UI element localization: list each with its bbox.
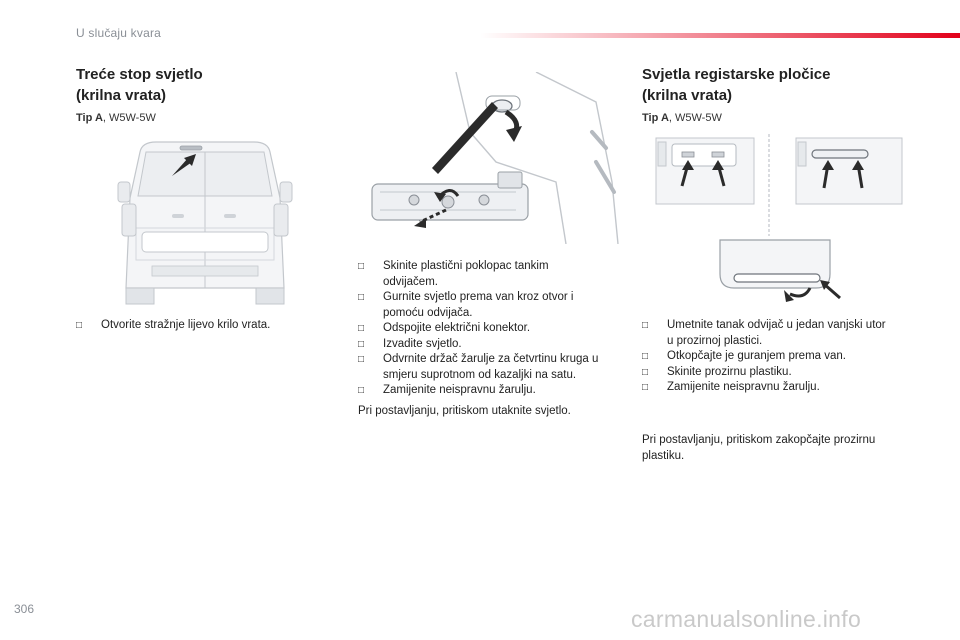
step-item: □Odspojite električni konektor.: [358, 321, 628, 337]
right-note: Pri postavljanju, pritiskom zakopčajte p…: [642, 434, 876, 462]
right-type-value: , W5W-5W: [668, 112, 722, 124]
checkbox-bullet-icon: □: [642, 351, 649, 362]
step-item: □Skinite prozirnu plastiku.: [642, 365, 922, 381]
checkbox-bullet-icon: □: [642, 366, 649, 378]
right-type-label: Tip A: [642, 112, 669, 124]
plate-light-illustration: [654, 134, 904, 306]
checkbox-bullet-icon: □: [642, 320, 649, 331]
left-heading: Treće stop svjetlo (krilna vrata): [76, 64, 203, 106]
step-item: □Odvrnite držač žarulje za četvrtinu kru…: [358, 353, 599, 381]
van-rear-illustration: [112, 138, 298, 306]
checkbox-bullet-icon: □: [642, 382, 649, 393]
checkbox-bullet-icon: □: [358, 292, 365, 303]
checkbox-bullet-icon: □: [358, 261, 365, 272]
middle-note: Pri postavljanju, pritiskom utaknite svj…: [358, 405, 571, 417]
checkbox-bullet-icon: □: [76, 320, 83, 331]
left-type-value: , W5W-5W: [102, 112, 156, 124]
step-item: □Zamijenite neispravnu žarulju.: [358, 383, 628, 399]
header-accent-bar: [480, 33, 960, 38]
right-heading: Svjetla registarske pločice (krilna vrat…: [642, 64, 830, 106]
left-title-line1: Treće stop svjetlo: [76, 66, 203, 83]
stop-light-removal-illustration: [356, 72, 620, 244]
left-bulb-type: Tip A, W5W-5W: [76, 112, 156, 124]
step-item: □Izvadite svjetlo.: [358, 337, 628, 353]
step-item: □Umetnite tanak odvijač u jedan vanjski …: [642, 319, 886, 347]
step-item: □Otkopčajte je guranjem prema van.: [642, 349, 922, 365]
page-number: 306: [14, 602, 35, 616]
right-title-line1: Svjetla registarske pločice: [642, 66, 831, 83]
step-item: □Zamijenite neispravnu žarulju.: [642, 380, 922, 396]
checkbox-bullet-icon: □: [358, 354, 365, 365]
checkbox-bullet-icon: □: [358, 323, 365, 334]
checkbox-bullet-icon: □: [358, 385, 365, 396]
watermark: carmanualsonline.info: [631, 606, 862, 632]
right-steps: □Umetnite tanak odvijač u jedan vanjski …: [642, 318, 922, 396]
left-title-line2: (krilna vrata): [76, 87, 167, 104]
right-title-line2: (krilna vrata): [642, 87, 733, 104]
left-steps: □Otvorite stražnje lijevo krilo vrata.: [76, 318, 306, 334]
section-title: U slučaju kvara: [76, 26, 162, 40]
left-type-label: Tip A: [76, 112, 103, 124]
checkbox-bullet-icon: □: [358, 338, 365, 350]
step-item: □Otvorite stražnje lijevo krilo vrata.: [76, 318, 306, 334]
right-bulb-type: Tip A, W5W-5W: [642, 112, 722, 124]
